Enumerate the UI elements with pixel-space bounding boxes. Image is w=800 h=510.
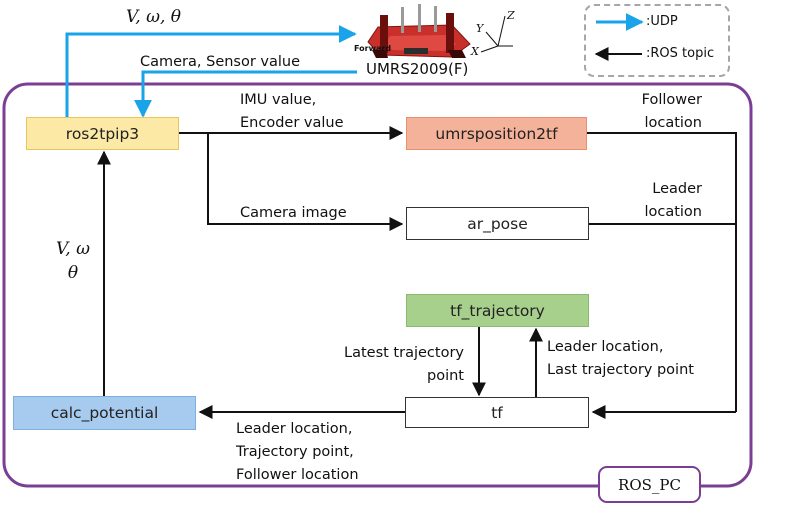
ros-pc-container (2, 82, 753, 488)
leader-last-trajectory-label: Leader location,Last trajectory point (547, 339, 694, 378)
node-ar-pose: ar_pose (406, 207, 589, 240)
camera-image-label: Camera image (240, 205, 347, 221)
robot-label: UMRS2009(F) (366, 60, 469, 78)
udp-in-arrow (134, 70, 357, 118)
legend-udp-label: :UDP (646, 14, 678, 29)
axis-z-label: Z (507, 9, 515, 22)
legend-ros-label: :ROS topic (646, 46, 715, 61)
imu-encoder-label: IMU value,Encoder value (240, 92, 344, 131)
node-umrsposition2tf: umrsposition2tf (406, 117, 587, 150)
node-tf: tf (405, 397, 589, 428)
udp-in-label: Camera, Sensor value (140, 54, 301, 70)
node-tf-trajectory-label: tf_trajectory (450, 301, 545, 320)
node-tf-trajectory: tf_trajectory (406, 294, 589, 327)
robot-icon (367, 4, 471, 58)
axis-triad (480, 15, 513, 53)
node-ar-pose-label: ar_pose (467, 214, 528, 233)
udp-out-label: V, ω, θ (126, 7, 182, 27)
forward-label: Forward (354, 44, 392, 53)
udp-arrows (65, 25, 357, 118)
node-calc-potential: calc_potential (13, 396, 196, 430)
axis-y-label: Y (476, 22, 484, 35)
node-ros2tpip3-label: ros2tpip3 (65, 124, 140, 143)
node-umrsposition2tf-label: umrsposition2tf (435, 124, 558, 143)
ros-arrows (97, 126, 737, 419)
axis-x-label: X (471, 45, 479, 58)
legend-arrows (594, 13, 644, 61)
ros-pc-label: ROS_PC (598, 466, 701, 503)
to-calc-potential-label: Leader location,Trajectory point,Followe… (236, 421, 359, 483)
legend-box: :UDP :ROS topic (584, 4, 730, 77)
line-umrsposition2tf-to-right (587, 132, 737, 412)
udp-out-arrow (65, 25, 357, 117)
node-calc-potential-label: calc_potential (50, 404, 159, 422)
node-ros2tpip3: ros2tpip3 (26, 117, 179, 150)
arrow-ros2tpip3-to-ar-pose (207, 133, 404, 231)
node-tf-label: tf (491, 403, 503, 422)
